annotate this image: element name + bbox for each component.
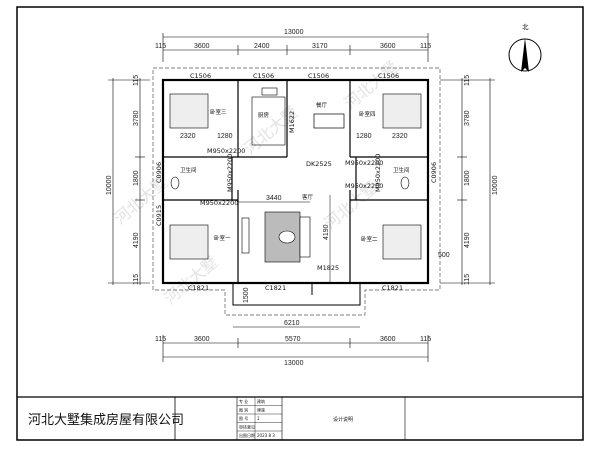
drawing-title: 设计说明	[333, 416, 353, 423]
window-label: C1506	[378, 72, 399, 80]
dim-label: 115	[464, 75, 471, 86]
tv-cabinet-icon	[241, 217, 250, 254]
bottom-dimensions	[162, 326, 429, 362]
dim-porch-depth: 1500	[243, 287, 250, 303]
coffee-table-icon	[278, 230, 296, 244]
door-label: M950x2200	[226, 154, 234, 192]
window-label: C0906	[430, 162, 438, 183]
door-label: M950x2200	[345, 182, 383, 190]
dim-label: 4190	[464, 232, 471, 248]
title-row-label: 专 业	[239, 398, 248, 404]
window-label: C1506	[308, 72, 329, 80]
dim-total-bottom: 13000	[284, 360, 304, 367]
door-label: M950x2200	[200, 199, 238, 207]
door-label: M950x2200	[207, 147, 245, 155]
dim-label: 115	[133, 75, 140, 86]
company-name: 河北大墅集成房屋有限公司	[28, 412, 184, 428]
window-label: C1821	[188, 284, 209, 292]
dim-label: 115	[420, 336, 431, 343]
dim-label: 115	[133, 274, 140, 285]
bed-icon	[169, 93, 422, 260]
dim-label: 5570	[285, 336, 301, 343]
dining-table-icon	[313, 113, 345, 129]
room-label-living: 客厅	[302, 193, 314, 201]
dim-porch-width: 6210	[284, 320, 300, 327]
dim-label: 1280	[356, 133, 372, 140]
title-row-value: 建筑	[257, 398, 265, 404]
room-label-bathroom: 卫生间	[393, 166, 410, 174]
dim-offset: 500	[438, 252, 450, 259]
dim-right-total: 10000	[492, 175, 499, 195]
dim-label: 115	[155, 336, 166, 343]
sink-icon	[261, 87, 278, 96]
kitchen-counter	[251, 96, 286, 146]
dim-label: 3600	[380, 336, 396, 343]
north-arrow-icon: 北	[508, 23, 542, 72]
north-label: 北	[522, 23, 529, 31]
title-row-label: 审核意见	[239, 424, 255, 430]
svg-text:河北大墅: 河北大墅	[160, 252, 221, 308]
interior-walls	[163, 80, 428, 283]
dim-label: 3600	[380, 43, 396, 50]
dim-label: 1280	[217, 133, 233, 140]
room-label-bedroom1: 卧室一	[214, 234, 231, 242]
title-row-label: 图 别	[239, 407, 248, 413]
window-label: C1506	[253, 72, 274, 80]
dim-label: 115	[464, 274, 471, 285]
title-row-value: 2023 8 3	[257, 433, 275, 438]
right-dimensions	[440, 78, 495, 285]
dim-label: 3600	[194, 336, 210, 343]
window-label: C0915	[155, 205, 163, 226]
title-row-label: 出图日期	[239, 432, 255, 438]
dim-label: 115	[155, 43, 166, 50]
window-label: C1506	[190, 72, 211, 80]
left-dimensions	[108, 78, 150, 285]
top-dimensions	[162, 33, 429, 62]
toilet-icon	[400, 176, 410, 190]
dim-label: 3780	[464, 110, 471, 126]
title-row-label: 图 号	[239, 415, 248, 421]
door-label: DK2525	[306, 160, 332, 168]
door-label: M950x2200	[345, 159, 383, 167]
dim-total-top: 13000	[284, 29, 304, 36]
window-label: C1821	[265, 284, 286, 292]
door-label: M950x2200	[374, 154, 382, 192]
dim-label: 1800	[133, 170, 140, 186]
title-row-value: 1	[257, 416, 260, 421]
dim-label: 3780	[133, 110, 140, 126]
site-boundary	[152, 67, 441, 316]
dim-label: 3600	[194, 43, 210, 50]
drawing-frame	[16, 6, 584, 441]
dim-label: 4190	[133, 232, 140, 248]
window-label: C0906	[155, 162, 163, 183]
porch	[232, 282, 361, 306]
room-label-bathroom: 卫生间	[180, 166, 197, 174]
sofa-icon	[299, 216, 311, 258]
door-label: M1825	[317, 264, 339, 272]
dim-label: 2320	[392, 133, 408, 140]
title-block	[17, 396, 583, 440]
room-label-bedroom2: 卧室二	[361, 235, 378, 243]
room-label-dining: 餐厅	[316, 101, 328, 109]
dim-left-total: 10000	[106, 175, 113, 195]
window-label: C1821	[382, 284, 403, 292]
room-label-bedroom3: 卧室三	[210, 108, 227, 116]
dim-living-depth: 4190	[323, 224, 330, 240]
door-label: M1622	[288, 111, 296, 133]
dim-label: 1800	[464, 170, 471, 186]
dim-label: 2320	[180, 133, 196, 140]
title-row-value: 建施	[257, 407, 265, 413]
dim-living-width: 3440	[266, 195, 282, 202]
room-label-kitchen: 厨房	[258, 111, 270, 119]
dim-label: 2400	[254, 43, 270, 50]
toilet-icon	[170, 176, 180, 190]
dim-label: 115	[420, 43, 431, 50]
room-label-bedroom4: 卧室四	[359, 110, 376, 118]
dim-label: 3170	[312, 43, 328, 50]
